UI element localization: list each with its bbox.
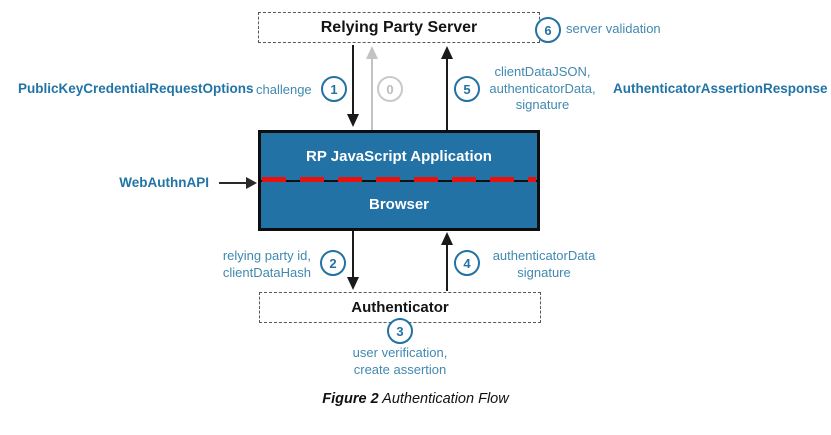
figure-caption-number: Figure 2: [322, 391, 379, 407]
authenticator-data-label: authenticatorData signature: [485, 248, 603, 281]
step-2-badge: 2: [320, 250, 346, 276]
arrow-line: [371, 57, 373, 130]
red-dashed-line: [262, 176, 536, 182]
rp-js-application-label: RP JavaScript Application: [306, 147, 492, 165]
client-data-line3: signature: [515, 97, 570, 112]
step-2-number: 2: [329, 255, 337, 271]
step-4-badge: 4: [454, 250, 480, 276]
client-data-line1: clientDataJSON,: [494, 64, 591, 79]
arrowhead-down-icon: [347, 277, 359, 290]
step-0-badge: 0: [377, 76, 403, 102]
public-key-options-label: PublicKeyCredentialRequestOptions: [18, 81, 254, 96]
user-verification-line1: user verification,: [352, 345, 448, 360]
user-verification-line2: create assertion: [353, 361, 447, 377]
step-1-number: 1: [330, 81, 338, 97]
client-data-line2: authenticatorData,: [489, 80, 596, 96]
authenticator-box: Authenticator: [259, 292, 541, 323]
browser-label: Browser: [368, 196, 430, 214]
step-6-number: 6: [544, 22, 552, 38]
arrowhead-right-icon: [246, 177, 257, 189]
arrow-line: [219, 182, 247, 184]
webauthn-api-boundary: [261, 176, 537, 182]
authenticator-data-line2: signature: [517, 264, 571, 280]
challenge-label: challenge: [256, 82, 312, 97]
step-5-badge: 5: [454, 76, 480, 102]
step-5-number: 5: [463, 81, 471, 97]
arrowhead-down-icon: [347, 114, 359, 127]
webauthn-api-label: WebAuthnAPI: [119, 175, 209, 190]
relying-party-server-box: Relying Party Server: [258, 12, 540, 43]
server-validation-label: server validation: [566, 21, 661, 36]
arrow-line: [352, 231, 354, 278]
relying-party-id-label: relying party id, clientDataHash: [151, 248, 311, 281]
client-data-label: clientDataJSON, authenticatorData, signa…: [470, 64, 615, 114]
arrowhead-up-icon: [441, 46, 453, 59]
authenticator-data-line1: authenticatorData: [492, 248, 596, 263]
relying-party-id-line2: clientDataHash: [222, 264, 311, 280]
step-3-number: 3: [396, 323, 404, 339]
relying-party-id-line1: relying party id,: [222, 248, 311, 263]
arrow-line: [446, 57, 448, 130]
step-4-number: 4: [463, 255, 471, 271]
arrowhead-up-icon: [441, 232, 453, 245]
arrow-line: [352, 45, 354, 115]
figure-caption: Figure 2 Authentication Flow: [0, 391, 831, 407]
arrowhead-up-icon: [366, 46, 378, 59]
authenticator-label: Authenticator: [351, 299, 449, 316]
arrow-line: [446, 243, 448, 291]
relying-party-server-label: Relying Party Server: [320, 18, 478, 36]
step-6-badge: 6: [535, 17, 561, 43]
figure-caption-text: Authentication Flow: [378, 391, 509, 407]
browser-box: RP JavaScript Application Browser: [258, 130, 540, 231]
user-verification-label: user verification, create assertion: [330, 345, 470, 378]
step-3-badge: 3: [387, 318, 413, 344]
step-0-number: 0: [386, 81, 394, 97]
step-1-badge: 1: [321, 76, 347, 102]
assertion-response-label: AuthenticatorAssertionResponse: [613, 81, 828, 96]
